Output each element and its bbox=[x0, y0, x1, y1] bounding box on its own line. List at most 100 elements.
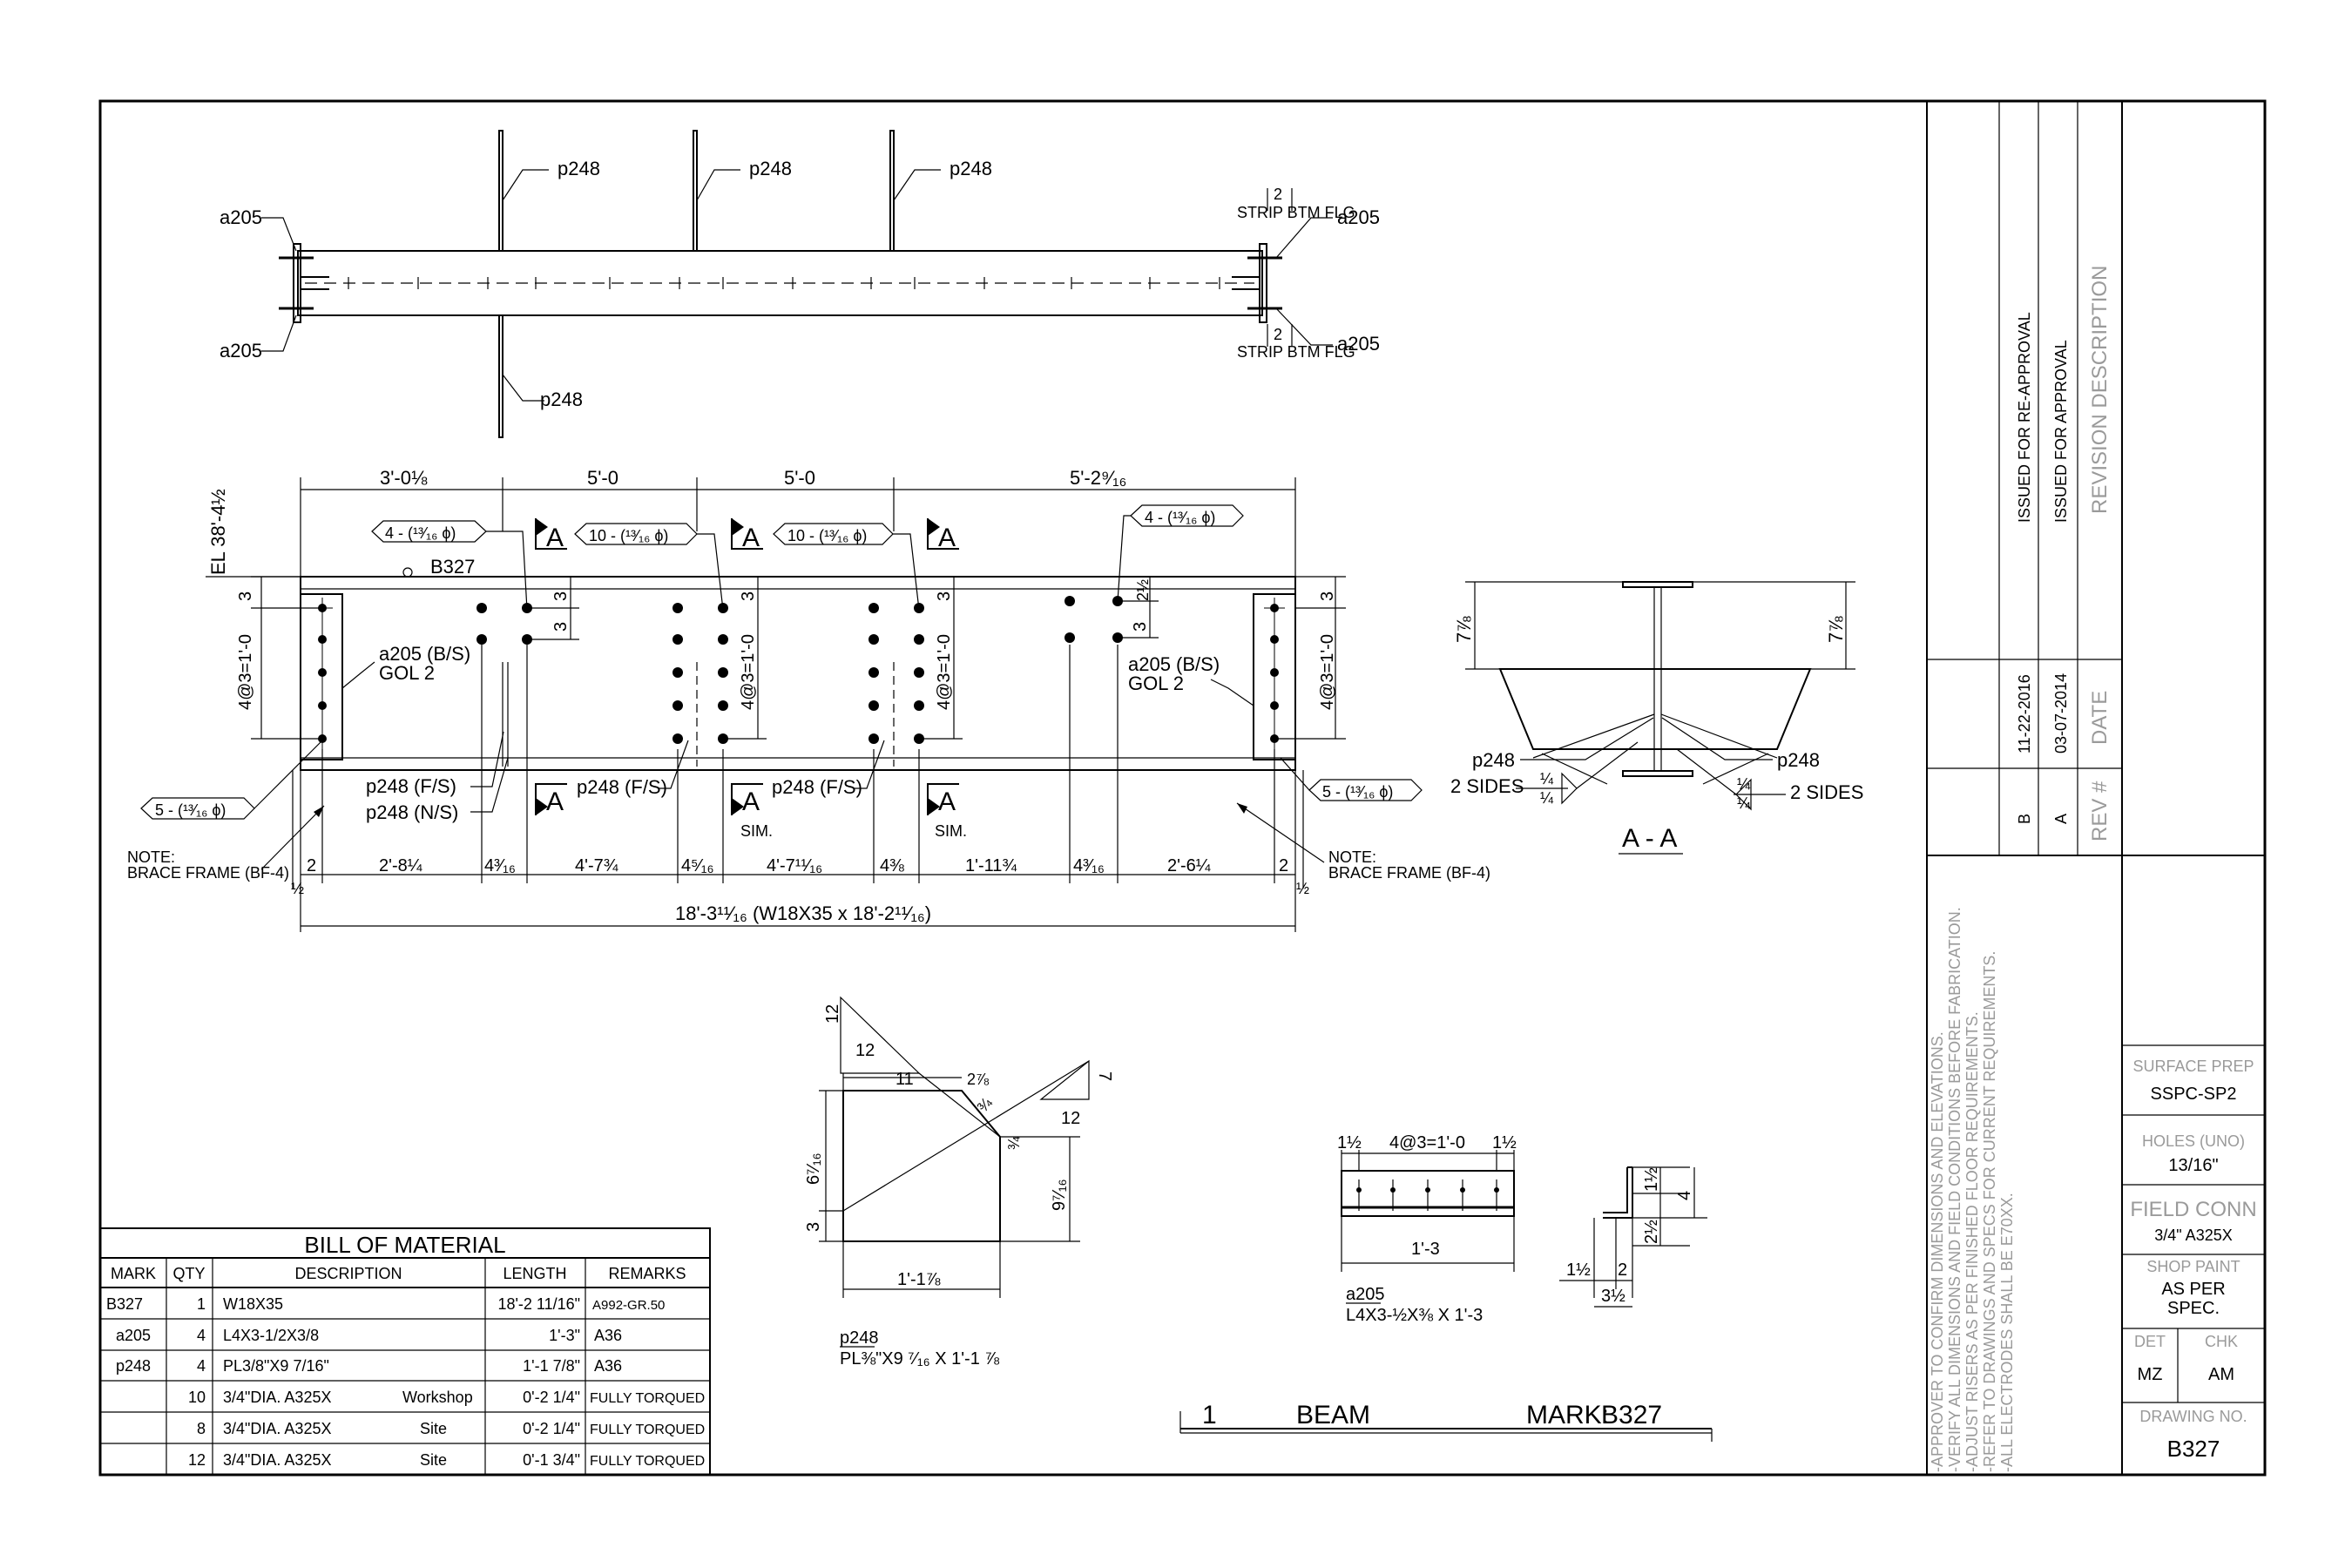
pd-d11: 11 bbox=[896, 1070, 914, 1089]
angle-detail: 1½ 4@3=1'-0 1½ 1'-3 a205 L4X3-½X⅜ X 1'-3… bbox=[1337, 1133, 1707, 1325]
pd-desc: PL⅜"X9 ⁷⁄₁₆ X 1'-1 ⅞ bbox=[840, 1349, 999, 1369]
strip-dim-bottom: 2 bbox=[1274, 326, 1282, 343]
svg-text:3/4"DIA. A325X: 3/4"DIA. A325X bbox=[223, 1420, 331, 1437]
vdim-left-4at3: 4@3=1'-0 bbox=[236, 634, 255, 710]
vdim-s3-4at3: 4@3=1'-0 bbox=[935, 634, 954, 710]
tb-dwg-value: B327 bbox=[2167, 1436, 2220, 1462]
ad-e1: 1½ bbox=[1642, 1167, 1661, 1192]
beam-num: 1 bbox=[1202, 1401, 1217, 1429]
tb-paint-value2: SPEC. bbox=[2167, 1299, 2220, 1318]
svg-text:L4X3-1/2X3/8: L4X3-1/2X3/8 bbox=[223, 1327, 319, 1344]
ad-e4: 1½ bbox=[1566, 1260, 1591, 1280]
gol2-right: GOL 2 bbox=[1128, 672, 1184, 694]
aa-p248-left: p248 bbox=[1472, 749, 1515, 771]
svg-text:A992-GR.50: A992-GR.50 bbox=[592, 1298, 665, 1313]
strip-dim-top: 2 bbox=[1274, 186, 1282, 203]
bom-h-remarks: REMARKS bbox=[608, 1265, 686, 1282]
ad-d-r: 1½ bbox=[1492, 1133, 1517, 1152]
hole-tag-5: 5 - (¹³⁄₁₆ ϕ) bbox=[140, 740, 323, 820]
half-left: ½ bbox=[291, 880, 304, 897]
rev-header-date: DATE bbox=[2088, 691, 2112, 745]
pd-slope1-a: 12 bbox=[823, 1004, 842, 1024]
svg-text:1'-3": 1'-3" bbox=[549, 1327, 580, 1344]
vdim-s2-4at3: 4@3=1'-0 bbox=[739, 634, 758, 710]
p248-fs-1: p248 (F/S) bbox=[366, 775, 456, 797]
ad-e6: 3½ bbox=[1601, 1287, 1625, 1306]
rev-b-date: 11-22-2016 bbox=[2016, 674, 2033, 754]
rev-a-desc: ISSUED FOR APPROVAL bbox=[2052, 340, 2070, 523]
svg-text:Site: Site bbox=[420, 1451, 447, 1469]
rev-header-desc: REVISION DESCRIPTION bbox=[2088, 266, 2112, 514]
vdim-s1-3b: 3 bbox=[551, 622, 571, 632]
p248-fs-3: p248 (F/S) bbox=[772, 776, 862, 798]
bdim-5: 4⁵⁄₁₆ bbox=[681, 856, 714, 875]
svg-text:3/4"DIA. A325X: 3/4"DIA. A325X bbox=[223, 1451, 331, 1469]
table-row: B327 1 W18X35 18'-2 11/16" A992-GR.50 bbox=[106, 1295, 665, 1313]
svg-text:FULLY TORQUED: FULLY TORQUED bbox=[590, 1423, 705, 1437]
svg-text:1: 1 bbox=[197, 1295, 206, 1313]
bill-of-material: BILL OF MATERIAL MARK QTY DESCRIPTION LE… bbox=[99, 1227, 711, 1476]
beam-mark-label: MARK: bbox=[1526, 1401, 1609, 1429]
pd-d6716: 6⁷⁄₁₆ bbox=[804, 1152, 823, 1185]
tb-holes-value: 13/16" bbox=[2168, 1156, 2218, 1175]
svg-text:4 - (¹³⁄₁₆ ϕ): 4 - (¹³⁄₁₆ ϕ) bbox=[1145, 509, 1215, 526]
aa-weld-r2: ¼ bbox=[1737, 794, 1751, 812]
bdim-3: 4³⁄₁₆ bbox=[484, 856, 516, 875]
svg-text:W18X35: W18X35 bbox=[223, 1295, 283, 1313]
table-row: a205 4 L4X3-1/2X3/8 1'-3" A36 bbox=[116, 1327, 622, 1344]
vdim-right-4at3: 4@3=1'-0 bbox=[1318, 634, 1337, 710]
tb-paint-label: SHOP PAINT bbox=[2146, 1258, 2240, 1275]
svg-text:Workshop: Workshop bbox=[402, 1389, 473, 1406]
beam-title: 1 BEAM MARK: B327 bbox=[1179, 1401, 1713, 1442]
ad-d-mid: 4@3=1'-0 bbox=[1389, 1133, 1465, 1152]
pd-slope2-b: 12 bbox=[1061, 1109, 1080, 1128]
bdim-6: 4'-7¹¹⁄₁₆ bbox=[767, 856, 822, 875]
rev-header-rev: REV # bbox=[2088, 781, 2112, 841]
top-dim-2: 5'-0 bbox=[587, 467, 618, 489]
vdim-s4-3: 3 bbox=[1131, 622, 1150, 632]
bdim-7: 4⅜ bbox=[880, 856, 904, 875]
svg-text:0'-2 1/4": 0'-2 1/4" bbox=[523, 1389, 580, 1406]
tb-chk-value: AM bbox=[2208, 1365, 2234, 1384]
rev-b-desc: ISSUED FOR RE-APPROVAL bbox=[2016, 312, 2033, 523]
note-left-title: NOTE: bbox=[127, 848, 175, 866]
top-dim-1: 3'-0⅛ bbox=[380, 467, 428, 489]
bdim-10: 2'-6¼ bbox=[1167, 856, 1211, 875]
svg-text:A: A bbox=[938, 524, 956, 552]
hole-tag-6: 5 - (¹³⁄₁₆ ϕ) bbox=[1280, 757, 1423, 801]
ad-mark: a205 bbox=[1346, 1285, 1385, 1304]
svg-text:a205: a205 bbox=[116, 1327, 151, 1344]
table-row: 10 3/4"DIA. A325X Workshop 0'-2 1/4" FUL… bbox=[188, 1389, 705, 1406]
p248-label-3: p248 bbox=[950, 158, 992, 179]
ad-e3: 2½ bbox=[1642, 1220, 1661, 1244]
a205-label-4: a205 bbox=[1337, 333, 1380, 355]
ad-desc: L4X3-½X⅜ X 1'-3 bbox=[1346, 1306, 1483, 1325]
top-dim-4: 5'-2⁹⁄₁₆ bbox=[1070, 467, 1126, 489]
p248-label-1: p248 bbox=[558, 158, 600, 179]
vdim-s1-3a: 3 bbox=[551, 591, 571, 601]
tb-paint-value1: AS PER bbox=[2161, 1280, 2225, 1299]
overall-length: 18'-3¹¹⁄₁₆ (W18X35 x 18'-2¹¹⁄₁₆) bbox=[675, 902, 931, 924]
beam-mark: B327 bbox=[1601, 1401, 1662, 1429]
svg-text:p248: p248 bbox=[116, 1357, 151, 1375]
a205-bs-left: a205 (B/S) bbox=[379, 643, 470, 665]
revision-block: REVISION DESCRIPTION DATE REV # ISSUED F… bbox=[1926, 101, 2265, 1475]
bom-h-mark: MARK bbox=[111, 1265, 156, 1282]
svg-text:FULLY TORQUED: FULLY TORQUED bbox=[590, 1391, 705, 1406]
svg-text:10: 10 bbox=[188, 1389, 206, 1406]
a205-label-1: a205 bbox=[220, 206, 262, 228]
table-row: 8 3/4"DIA. A325X Site 0'-2 1/4" FULLY TO… bbox=[197, 1420, 705, 1437]
a205-label-3: a205 bbox=[1337, 206, 1380, 228]
p248-label-4: p248 bbox=[540, 389, 583, 410]
pd-d3: 3 bbox=[804, 1222, 823, 1232]
aa-weld-l2: ¼ bbox=[1540, 789, 1554, 807]
svg-text:0'-2 1/4": 0'-2 1/4" bbox=[523, 1420, 580, 1437]
hole-tag-4: 4 - (¹³⁄₁₆ ϕ) bbox=[1117, 504, 1244, 602]
svg-text:18'-2 11/16": 18'-2 11/16" bbox=[497, 1295, 580, 1313]
tb-dwg-label: DRAWING NO. bbox=[2139, 1408, 2247, 1425]
tb-holes-label: HOLES (UNO) bbox=[2142, 1132, 2245, 1150]
svg-text:5 - (¹³⁄₁₆ ϕ): 5 - (¹³⁄₁₆ ϕ) bbox=[1322, 783, 1393, 801]
ad-d-l: 1½ bbox=[1337, 1133, 1362, 1152]
tb-surface-value: SSPC-SP2 bbox=[2151, 1085, 2237, 1104]
svg-text:8: 8 bbox=[197, 1420, 206, 1437]
